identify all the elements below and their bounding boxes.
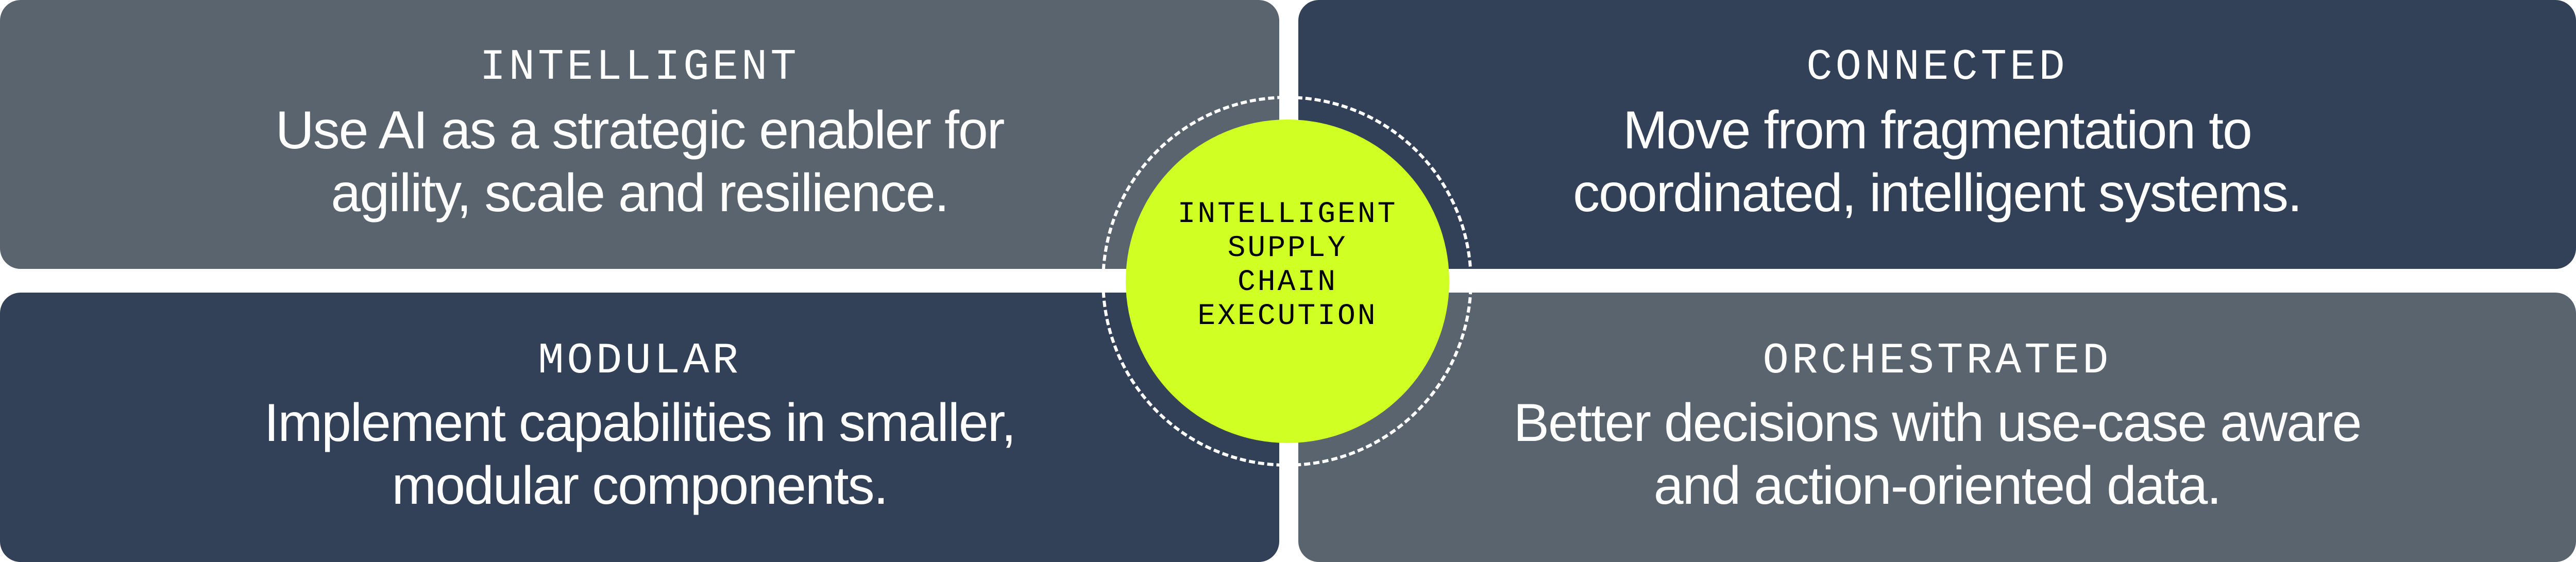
description-line: agility, scale and resilience. — [331, 163, 949, 223]
hub-label-line: EXECUTION — [1197, 300, 1378, 333]
description-line: Use AI as a strategic enabler for — [275, 100, 1005, 160]
panel-description: Use AI as a strategic enabler for agilit… — [0, 99, 1279, 225]
panel-description: Implement capabilities in smaller, modul… — [0, 391, 1279, 517]
center-hub: INTELLIGENT SUPPLY CHAIN EXECUTION — [1126, 120, 1449, 443]
description-line: Move from fragmentation to — [1623, 100, 2252, 160]
panel-orchestrated: ORCHESTRATED Better decisions with use-c… — [1298, 293, 2576, 562]
description-line: Implement capabilities in smaller, — [264, 393, 1016, 453]
hub-label: INTELLIGENT SUPPLY CHAIN EXECUTION — [1178, 198, 1398, 334]
hub-label-line: CHAIN — [1237, 266, 1338, 299]
description-line: modular components. — [392, 456, 888, 516]
panel-title: CONNECTED — [1806, 43, 2068, 92]
panel-intelligent: INTELLIGENT Use AI as a strategic enable… — [0, 0, 1279, 269]
dashed-ring — [1101, 96, 1472, 467]
hub-label-line: SUPPLY — [1227, 232, 1348, 265]
panel-description: Move from fragmentation to coordinated, … — [1298, 99, 2576, 225]
description-line: coordinated, intelligent systems. — [1573, 163, 2302, 223]
panel-title: INTELLIGENT — [480, 43, 800, 92]
panel-description: Better decisions with use-case aware and… — [1298, 391, 2576, 517]
panel-connected: CONNECTED Move from fragmentation to coo… — [1298, 0, 2576, 269]
panel-title: ORCHESTRATED — [1762, 337, 2112, 386]
hub-label-line: INTELLIGENT — [1177, 198, 1398, 231]
description-line: and action-oriented data. — [1653, 456, 2222, 516]
panel-title: MODULAR — [538, 337, 741, 386]
description-line: Better decisions with use-case aware — [1513, 393, 2362, 453]
panel-modular: MODULAR Implement capabilities in smalle… — [0, 293, 1279, 562]
